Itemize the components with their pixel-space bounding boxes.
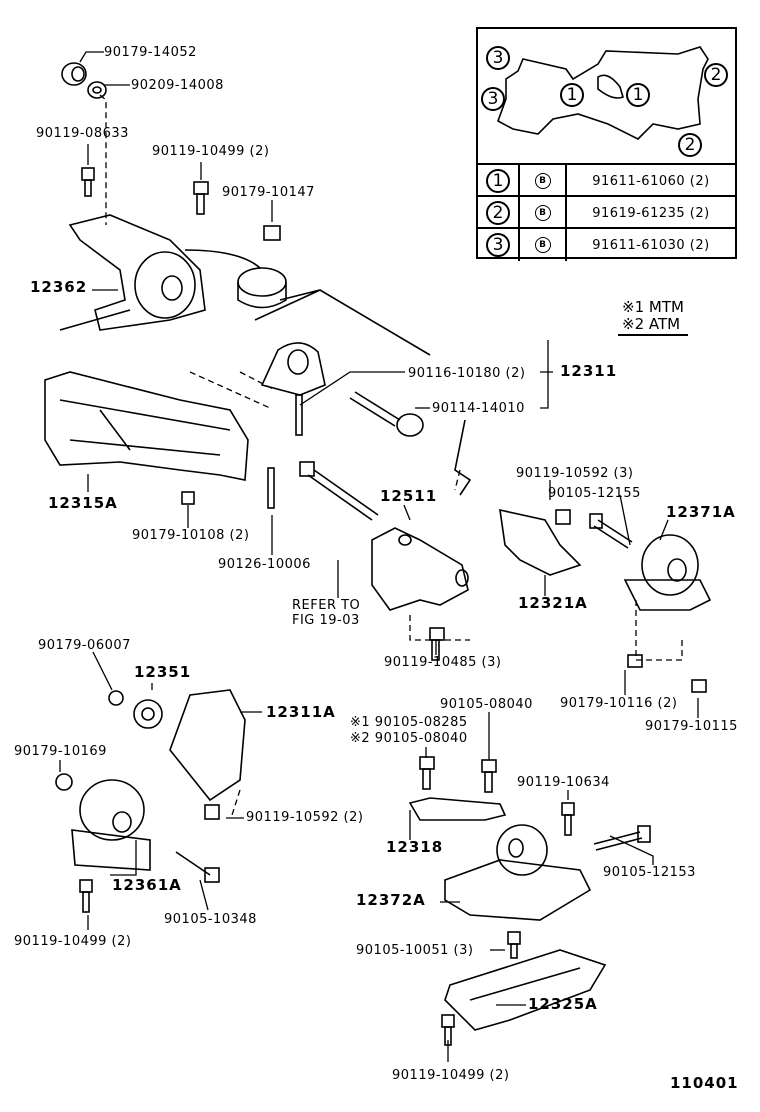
bolt-mark: B [534, 205, 551, 221]
part-label: 90114-14010 [432, 401, 525, 416]
part-12371A-mount [623, 534, 712, 611]
part-nuts-bolts [55, 62, 707, 1046]
marker-1: 1 [560, 83, 584, 107]
part-number: 91611-61060 (2) [592, 173, 710, 189]
inset-table-row: 3 B 91611-61030 (2) [478, 227, 735, 261]
part-label: 90105-12153 [603, 865, 696, 880]
inset-table-row: 2 B 91619-61235 (2) [478, 195, 735, 229]
part-label: 12315A [48, 494, 118, 512]
part-12362-mount [59, 214, 431, 356]
part-label: 12511 [380, 487, 438, 505]
part-12315A-crossmember [44, 371, 249, 481]
marker-2: 2 [704, 63, 728, 87]
part-label: 90179-10147 [222, 185, 315, 200]
part-label: 12361A [112, 876, 182, 894]
part-label: 12321A [518, 594, 588, 612]
part-12318-bracket [408, 797, 507, 821]
ref-number: 1 [486, 169, 510, 193]
cover-outline [497, 46, 709, 140]
part-number: 91619-61235 (2) [592, 205, 710, 221]
part-label: 90179-10115 [645, 719, 738, 734]
marker-1: 1 [626, 83, 650, 107]
part-label: ※1 90105-08285 [350, 715, 468, 730]
legend-line: ※1 MTM [622, 298, 684, 316]
part-label: 90105-10348 [164, 912, 257, 927]
part-label: 90119-08633 [36, 126, 129, 141]
part-label: 90105-10051 (3) [356, 943, 474, 958]
part-12321A-bracket [499, 508, 582, 576]
part-label: 12325A [528, 995, 598, 1013]
part-label: 90119-10592 (2) [246, 810, 364, 825]
part-label: 12372A [356, 891, 426, 909]
part-12311-bracket [260, 342, 326, 396]
inset-table-row: 1 B 91611-61060 (2) [478, 163, 735, 197]
leader-lines [59, 51, 699, 1062]
break-line [454, 419, 472, 496]
part-label: 90105-12155 [548, 486, 641, 501]
part-label: 90119-10499 (2) [152, 144, 270, 159]
part-12311A-bracket [169, 689, 246, 802]
part-label: 90209-14008 [131, 78, 224, 93]
bolt-inset-panel: 3 3 1 1 2 2 1 B 91611-61060 (2) 2 B 9161… [476, 27, 737, 261]
part-label: 90119-10485 (3) [384, 655, 502, 670]
part-12361A-mount [71, 779, 151, 871]
part-label: 90119-10499 (2) [392, 1068, 510, 1083]
part-label: 12362 [30, 278, 88, 296]
part-label: 90179-10169 [14, 744, 107, 759]
legend: ※1 MTM ※2 ATM [618, 299, 688, 336]
part-number: 91611-61030 (2) [592, 237, 710, 253]
part-label: 12311A [266, 703, 336, 721]
refer-label: REFER TO [292, 598, 361, 613]
part-label: 90116-10180 (2) [408, 366, 526, 381]
part-label: 90179-14052 [104, 45, 197, 60]
part-label: 12311 [560, 362, 618, 380]
part-12325A-plate [444, 949, 607, 1031]
part-label: 90179-10108 (2) [132, 528, 250, 543]
marker-3: 3 [486, 46, 510, 70]
figure-number: 110401 [670, 1074, 739, 1092]
part-12511-bracket [371, 527, 469, 611]
ref-number: 3 [486, 233, 510, 257]
marker-2: 2 [678, 133, 702, 157]
part-label: 90105-08040 [440, 697, 533, 712]
part-label: 90126-10006 [218, 557, 311, 572]
part-label: ※2 90105-08040 [350, 731, 468, 746]
legend-line: ※2 ATM [622, 315, 681, 333]
part-label: 90119-10499 (2) [14, 934, 132, 949]
bolt-mark: B [534, 173, 551, 189]
part-label: 90119-10634 [517, 775, 610, 790]
part-label: 90179-06007 [38, 638, 131, 653]
part-label: 12371A [666, 503, 736, 521]
refer-label: FIG 19-03 [292, 613, 360, 628]
part-label: 12351 [134, 663, 192, 681]
part-label: 90119-10592 (3) [516, 466, 634, 481]
marker-3: 3 [481, 87, 505, 111]
ref-number: 2 [486, 201, 510, 225]
part-label: 90179-10116 (2) [560, 696, 678, 711]
part-12372A-mount [444, 824, 592, 921]
bolt-mark: B [534, 237, 551, 253]
part-label: 12318 [386, 838, 444, 856]
